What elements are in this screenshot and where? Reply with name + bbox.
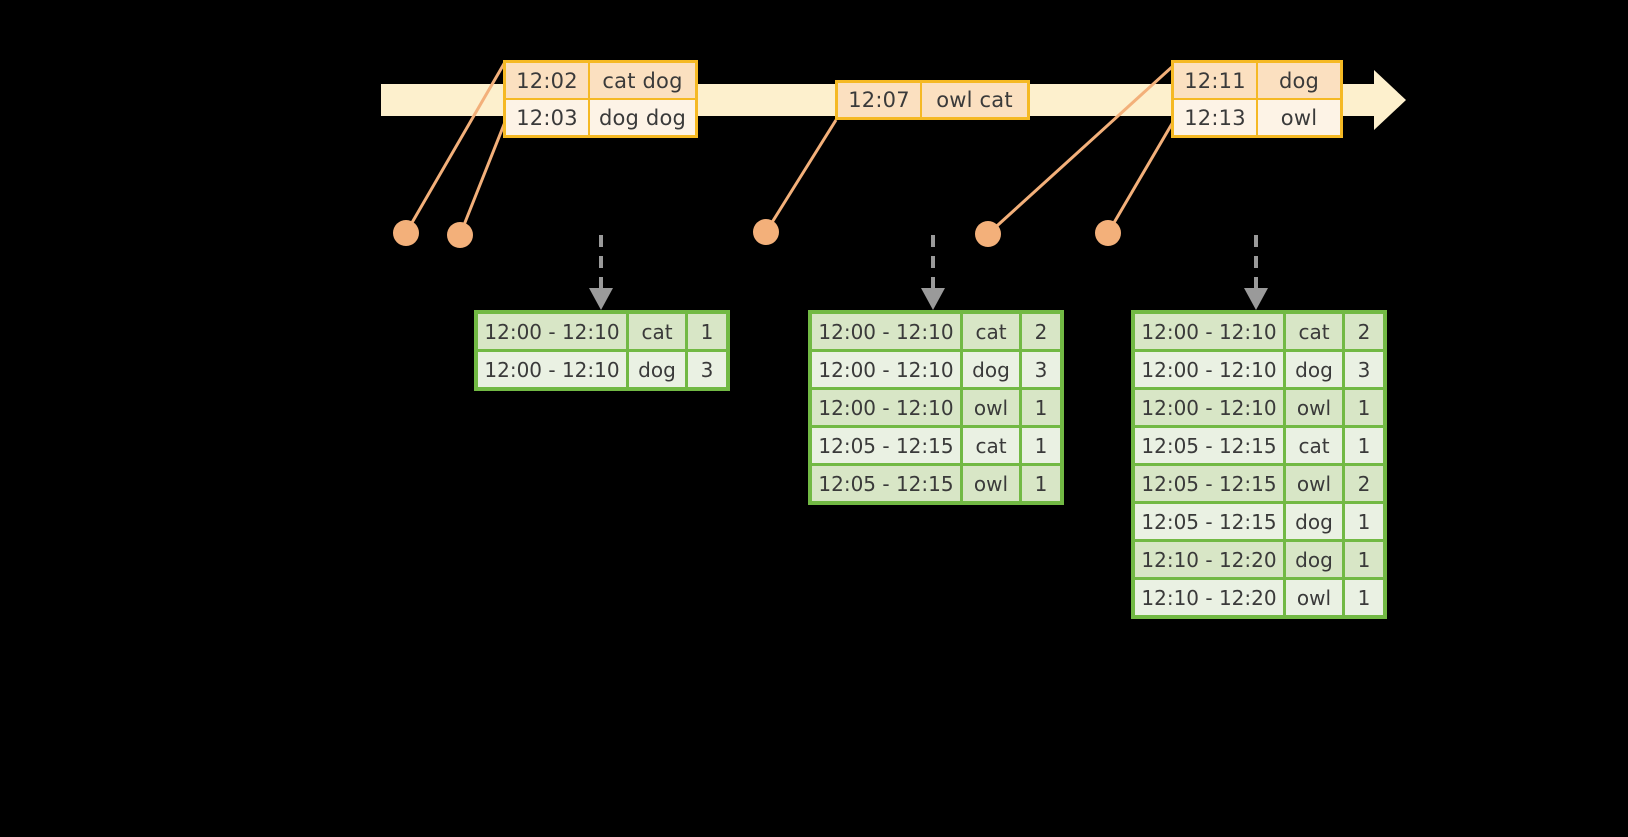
event-words: cat dog bbox=[590, 63, 695, 98]
event-box-3[interactable]: 12:11 dog 12:13 owl bbox=[1171, 60, 1343, 138]
word-cell: cat bbox=[963, 428, 1019, 463]
event-time: 12:13 bbox=[1174, 100, 1258, 135]
word-cell: owl bbox=[1286, 390, 1342, 425]
window-cell: 12:10 - 12:20 bbox=[1135, 542, 1283, 577]
event-words: owl cat bbox=[922, 83, 1027, 117]
word-cell: cat bbox=[629, 314, 685, 349]
table-row: 12:00 - 12:10 owl 1 bbox=[1135, 390, 1383, 425]
window-cell: 12:05 - 12:15 bbox=[1135, 504, 1283, 539]
table-row: 12:10 - 12:20 dog 1 bbox=[1135, 542, 1383, 577]
event-row: 12:13 owl bbox=[1174, 98, 1340, 135]
event-box-1[interactable]: 12:02 cat dog 12:03 dog dog bbox=[503, 60, 698, 138]
count-cell: 1 bbox=[1345, 542, 1383, 577]
event-row: 12:07 owl cat bbox=[838, 83, 1027, 117]
word-cell: dog bbox=[629, 352, 685, 387]
count-cell: 1 bbox=[1345, 504, 1383, 539]
window-cell: 12:05 - 12:15 bbox=[812, 428, 960, 463]
count-cell: 1 bbox=[1022, 428, 1060, 463]
count-cell: 1 bbox=[1345, 390, 1383, 425]
count-cell: 2 bbox=[1022, 314, 1060, 349]
connector-dot-2 bbox=[447, 222, 473, 248]
word-cell: dog bbox=[1286, 542, 1342, 577]
count-cell: 1 bbox=[1345, 580, 1383, 615]
event-time: 12:07 bbox=[838, 83, 922, 117]
timeline-arrow-head bbox=[1374, 70, 1406, 130]
table-row: 12:00 - 12:10 cat 2 bbox=[1135, 314, 1383, 349]
event-time: 12:11 bbox=[1174, 63, 1258, 98]
result-table-3[interactable]: 12:00 - 12:10 cat 2 12:00 - 12:10 dog 3 … bbox=[1131, 310, 1387, 619]
connector-line-5 bbox=[1106, 121, 1175, 234]
table-row: 12:00 - 12:10 dog 3 bbox=[812, 352, 1060, 387]
emit-arrow-3 bbox=[1244, 235, 1268, 310]
count-cell: 1 bbox=[1022, 390, 1060, 425]
table-row: 12:05 - 12:15 owl 1 bbox=[812, 466, 1060, 501]
emit-arrow-2 bbox=[921, 235, 945, 310]
result-table-1[interactable]: 12:00 - 12:10 cat 1 12:00 - 12:10 dog 3 bbox=[474, 310, 730, 391]
event-time: 12:03 bbox=[506, 100, 590, 135]
word-cell: dog bbox=[963, 352, 1019, 387]
event-words: dog dog bbox=[590, 100, 695, 135]
result-table-2[interactable]: 12:00 - 12:10 cat 2 12:00 - 12:10 dog 3 … bbox=[808, 310, 1064, 505]
connector-dot-4 bbox=[975, 221, 1001, 247]
connector-dot-3 bbox=[753, 219, 779, 245]
window-cell: 12:00 - 12:10 bbox=[812, 352, 960, 387]
table-row: 12:00 - 12:10 cat 2 bbox=[812, 314, 1060, 349]
table-row: 12:05 - 12:15 owl 2 bbox=[1135, 466, 1383, 501]
word-cell: cat bbox=[1286, 428, 1342, 463]
count-cell: 2 bbox=[1345, 466, 1383, 501]
count-cell: 1 bbox=[688, 314, 726, 349]
window-cell: 12:00 - 12:10 bbox=[1135, 352, 1283, 387]
window-cell: 12:00 - 12:10 bbox=[812, 314, 960, 349]
emit-arrow-1 bbox=[589, 235, 613, 310]
word-cell: dog bbox=[1286, 352, 1342, 387]
table-row: 12:05 - 12:15 cat 1 bbox=[1135, 428, 1383, 463]
word-cell: owl bbox=[1286, 466, 1342, 501]
event-box-2[interactable]: 12:07 owl cat bbox=[835, 80, 1030, 120]
word-cell: owl bbox=[963, 466, 1019, 501]
count-cell: 3 bbox=[1345, 352, 1383, 387]
connector-line-2 bbox=[458, 121, 507, 236]
table-row: 12:10 - 12:20 owl 1 bbox=[1135, 580, 1383, 615]
count-cell: 1 bbox=[1345, 428, 1383, 463]
connector-line-3 bbox=[764, 119, 838, 233]
word-cell: dog bbox=[1286, 504, 1342, 539]
count-cell: 3 bbox=[688, 352, 726, 387]
table-row: 12:00 - 12:10 dog 3 bbox=[478, 352, 726, 387]
event-row: 12:02 cat dog bbox=[506, 63, 695, 98]
event-words: owl bbox=[1258, 100, 1340, 135]
table-row: 12:00 - 12:10 owl 1 bbox=[812, 390, 1060, 425]
event-words: dog bbox=[1258, 63, 1340, 98]
window-cell: 12:05 - 12:15 bbox=[1135, 428, 1283, 463]
count-cell: 3 bbox=[1022, 352, 1060, 387]
table-row: 12:05 - 12:15 cat 1 bbox=[812, 428, 1060, 463]
word-cell: cat bbox=[963, 314, 1019, 349]
window-cell: 12:10 - 12:20 bbox=[1135, 580, 1283, 615]
event-time: 12:02 bbox=[506, 63, 590, 98]
connector-dot-5 bbox=[1095, 220, 1121, 246]
event-row: 12:03 dog dog bbox=[506, 98, 695, 135]
window-cell: 12:00 - 12:10 bbox=[478, 352, 626, 387]
window-cell: 12:00 - 12:10 bbox=[812, 390, 960, 425]
window-cell: 12:00 - 12:10 bbox=[1135, 314, 1283, 349]
table-row: 12:00 - 12:10 cat 1 bbox=[478, 314, 726, 349]
word-cell: cat bbox=[1286, 314, 1342, 349]
window-cell: 12:00 - 12:10 bbox=[478, 314, 626, 349]
count-cell: 2 bbox=[1345, 314, 1383, 349]
window-cell: 12:00 - 12:10 bbox=[1135, 390, 1283, 425]
event-row: 12:11 dog bbox=[1174, 63, 1340, 98]
connector-dot-1 bbox=[393, 220, 419, 246]
window-cell: 12:05 - 12:15 bbox=[1135, 466, 1283, 501]
word-cell: owl bbox=[1286, 580, 1342, 615]
table-row: 12:00 - 12:10 dog 3 bbox=[1135, 352, 1383, 387]
count-cell: 1 bbox=[1022, 466, 1060, 501]
window-cell: 12:05 - 12:15 bbox=[812, 466, 960, 501]
word-cell: owl bbox=[963, 390, 1019, 425]
table-row: 12:05 - 12:15 dog 1 bbox=[1135, 504, 1383, 539]
